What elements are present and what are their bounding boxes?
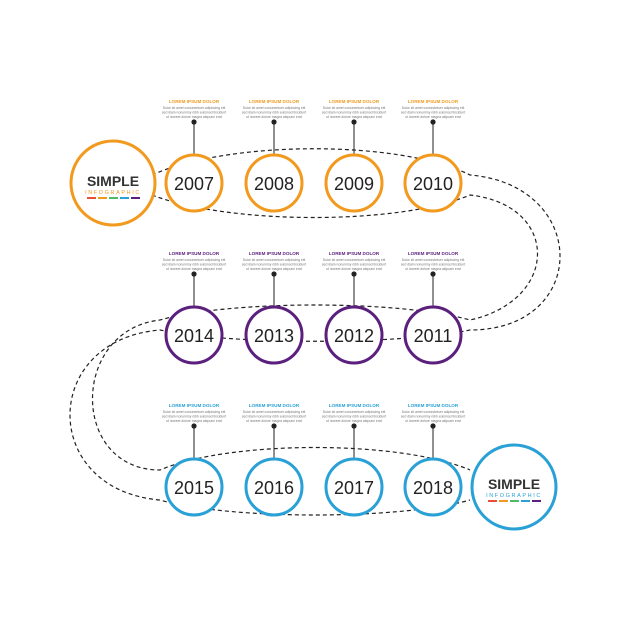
milestone-label-body-line: Dolor sit amet consectetuer adipiscing e… xyxy=(323,410,386,414)
milestone-label-title: LOREM IPSUM DOLOR xyxy=(329,99,380,104)
milestone-label-body-line: Dolor sit amet consectetuer adipiscing e… xyxy=(163,106,226,110)
milestone-circle xyxy=(403,457,463,517)
milestone-2012: LOREM IPSUM DOLOR Dolor sit amet consecte… xyxy=(322,251,386,365)
milestone-label-title: LOREM IPSUM DOLOR xyxy=(249,99,300,104)
logo-start: SIMPLE INFOGRAPHIC xyxy=(69,139,157,227)
milestone-label-body-line: Dolor sit amet consectetuer adipiscing e… xyxy=(163,258,226,262)
milestone-circle xyxy=(324,457,384,517)
milestone-2015: LOREM IPSUM DOLOR Dolor sit amet consecte… xyxy=(162,403,226,517)
milestone-label-title: LOREM IPSUM DOLOR xyxy=(329,251,380,256)
milestone-year: 2011 xyxy=(414,326,453,346)
milestone-label-title: LOREM IPSUM DOLOR xyxy=(408,99,459,104)
logo-end-subtitle: INFOGRAPHIC xyxy=(486,493,542,499)
milestone-label-body-line: ut laoreet dolore magna aliquam erat xyxy=(246,419,301,423)
milestone-label-body-line: ut laoreet dolore magna aliquam erat xyxy=(246,267,301,271)
milestone-label-body-line: Dolor sit amet consectetuer adipiscing e… xyxy=(323,106,386,110)
milestone-circle xyxy=(164,153,224,213)
logo-start-subtitle: INFOGRAPHIC xyxy=(85,190,141,196)
logo-start-circle xyxy=(69,139,157,227)
milestone-label-title: LOREM IPSUM DOLOR xyxy=(408,403,459,408)
milestone-circle xyxy=(324,305,384,365)
milestone-year: 2009 xyxy=(334,174,374,194)
milestone-label-title: LOREM IPSUM DOLOR xyxy=(408,251,459,256)
milestone-2011: LOREM IPSUM DOLOR Dolor sit amet consecte… xyxy=(401,251,465,365)
logo-end-color-bars xyxy=(488,500,541,502)
milestone-circle xyxy=(164,305,224,365)
milestone-label-body-line: sed diam nonummy nibh euismod tincidunt xyxy=(242,111,306,115)
milestone-label-body-line: ut laoreet dolore magna aliquam erat xyxy=(326,115,381,119)
milestone-2009: LOREM IPSUM DOLOR Dolor sit amet consecte… xyxy=(322,99,386,213)
milestone-year: 2017 xyxy=(334,478,374,498)
milestone-label-body-line: sed diam nonummy nibh euismod tincidunt xyxy=(401,263,465,267)
logo-start-color-bars xyxy=(87,197,140,199)
milestone-circle xyxy=(403,153,463,213)
milestone-label-body-line: Dolor sit amet consectetuer adipiscing e… xyxy=(402,410,465,414)
milestone-label-body-line: sed diam nonummy nibh euismod tincidunt xyxy=(401,415,465,419)
milestone-label-body-line: sed diam nonummy nibh euismod tincidunt xyxy=(162,263,226,267)
milestone-label-body-line: ut laoreet dolore magna aliquam erat xyxy=(326,419,381,423)
milestone-label-body-line: Dolor sit amet consectetuer adipiscing e… xyxy=(402,258,465,262)
milestone-2007: LOREM IPSUM DOLOR Dolor sit amet consecte… xyxy=(162,99,226,213)
milestone-year: 2015 xyxy=(174,478,214,498)
milestone-year: 2013 xyxy=(254,326,294,346)
milestone-label-body-line: Dolor sit amet consectetuer adipiscing e… xyxy=(402,106,465,110)
milestone-year: 2018 xyxy=(413,478,453,498)
milestone-year: 2010 xyxy=(413,174,453,194)
milestone-label-body-line: ut laoreet dolore magna aliquam erat xyxy=(166,115,221,119)
milestone-label-body-line: Dolor sit amet consectetuer adipiscing e… xyxy=(243,106,306,110)
milestone-label-body-line: ut laoreet dolore magna aliquam erat xyxy=(166,267,221,271)
milestone-label-body-line: Dolor sit amet consectetuer adipiscing e… xyxy=(243,258,306,262)
milestone-2008: LOREM IPSUM DOLOR Dolor sit amet consecte… xyxy=(242,99,306,213)
milestone-label-body-line: Dolor sit amet consectetuer adipiscing e… xyxy=(163,410,226,414)
milestone-circle xyxy=(244,153,304,213)
milestone-label-body-line: sed diam nonummy nibh euismod tincidunt xyxy=(401,111,465,115)
milestones: LOREM IPSUM DOLOR Dolor sit amet consecte… xyxy=(162,99,465,517)
milestone-label-body-line: ut laoreet dolore magna aliquam erat xyxy=(326,267,381,271)
milestone-circle xyxy=(244,457,304,517)
milestone-label-title: LOREM IPSUM DOLOR xyxy=(249,403,300,408)
milestone-year: 2008 xyxy=(254,174,294,194)
milestone-label-body-line: ut laoreet dolore magna aliquam erat xyxy=(405,267,460,271)
milestone-label-title: LOREM IPSUM DOLOR xyxy=(249,251,300,256)
milestone-label-body-line: ut laoreet dolore magna aliquam erat xyxy=(405,115,460,119)
milestone-2014: LOREM IPSUM DOLOR Dolor sit amet consecte… xyxy=(162,251,226,365)
milestone-label-body-line: sed diam nonummy nibh euismod tincidunt xyxy=(322,263,386,267)
logo-end: SIMPLE INFOGRAPHIC xyxy=(470,443,558,531)
milestone-2018: LOREM IPSUM DOLOR Dolor sit amet consecte… xyxy=(401,403,465,517)
milestone-circle xyxy=(403,305,463,365)
milestone-label-body-line: sed diam nonummy nibh euismod tincidunt xyxy=(242,415,306,419)
milestone-2013: LOREM IPSUM DOLOR Dolor sit amet consecte… xyxy=(242,251,306,365)
milestone-year: 2007 xyxy=(174,174,214,194)
milestone-label-title: LOREM IPSUM DOLOR xyxy=(169,403,220,408)
logo-end-title: SIMPLE xyxy=(488,476,540,492)
timeline-path-inner xyxy=(91,194,538,471)
milestone-label-title: LOREM IPSUM DOLOR xyxy=(169,99,220,104)
milestone-label-body-line: sed diam nonummy nibh euismod tincidunt xyxy=(162,415,226,419)
milestone-label-body-line: sed diam nonummy nibh euismod tincidunt xyxy=(162,111,226,115)
milestone-label-title: LOREM IPSUM DOLOR xyxy=(169,251,220,256)
milestone-label-body-line: sed diam nonummy nibh euismod tincidunt xyxy=(242,263,306,267)
milestone-label-body-line: Dolor sit amet consectetuer adipiscing e… xyxy=(323,258,386,262)
milestone-circle xyxy=(244,305,304,365)
milestone-circle xyxy=(324,153,384,213)
milestone-label-body-line: ut laoreet dolore magna aliquam erat xyxy=(246,115,301,119)
milestone-label-body-line: sed diam nonummy nibh euismod tincidunt xyxy=(322,415,386,419)
milestone-year: 2012 xyxy=(334,326,374,346)
milestone-label-title: LOREM IPSUM DOLOR xyxy=(329,403,380,408)
milestone-label-body-line: ut laoreet dolore magna aliquam erat xyxy=(166,419,221,423)
logo-end-circle xyxy=(470,443,558,531)
milestone-2017: LOREM IPSUM DOLOR Dolor sit amet consecte… xyxy=(322,403,386,517)
milestone-label-body-line: ut laoreet dolore magna aliquam erat xyxy=(405,419,460,423)
milestone-2016: LOREM IPSUM DOLOR Dolor sit amet consecte… xyxy=(242,403,306,517)
milestone-year: 2016 xyxy=(254,478,294,498)
milestone-label-body-line: Dolor sit amet consectetuer adipiscing e… xyxy=(243,410,306,414)
milestone-circle xyxy=(164,457,224,517)
logo-start-title: SIMPLE xyxy=(87,173,139,189)
milestone-year: 2014 xyxy=(174,326,214,346)
milestone-label-body-line: sed diam nonummy nibh euismod tincidunt xyxy=(322,111,386,115)
milestone-2010: LOREM IPSUM DOLOR Dolor sit amet consecte… xyxy=(401,99,465,213)
